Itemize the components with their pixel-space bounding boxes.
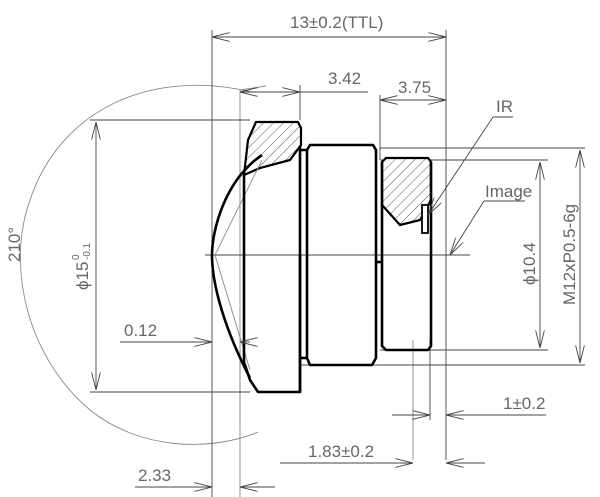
dim-2-33: 2.33 <box>138 466 171 485</box>
front-diameter-label: ϕ15 0 -0.1 <box>71 242 93 290</box>
svg-text:0: 0 <box>71 254 82 260</box>
leaders <box>428 116 525 255</box>
thread-spec-label: M12xP0.5-6g <box>560 204 579 305</box>
dim-3-75: 3.75 <box>398 78 431 97</box>
rear-diameter-label: ϕ10.4 <box>520 242 539 285</box>
dim-ttl: 13±0.2(TTL) <box>290 13 383 32</box>
fov-label: 210° <box>5 227 24 262</box>
dim-ir-image: 1±0.2 <box>503 394 545 413</box>
ir-filter <box>421 204 429 234</box>
svg-text:-0.1: -0.1 <box>82 242 93 260</box>
dim-bfl: 1.83±0.2 <box>308 442 374 461</box>
dim-3-42: 3.42 <box>328 69 361 88</box>
image-label: Image <box>485 182 532 201</box>
svg-text:ϕ15: ϕ15 <box>73 262 92 290</box>
fov-arc <box>19 84 267 445</box>
dimension-lines <box>96 37 580 487</box>
lens-body <box>210 120 433 394</box>
dim-0-12: 0.12 <box>124 321 157 340</box>
ir-label: IR <box>496 97 513 116</box>
